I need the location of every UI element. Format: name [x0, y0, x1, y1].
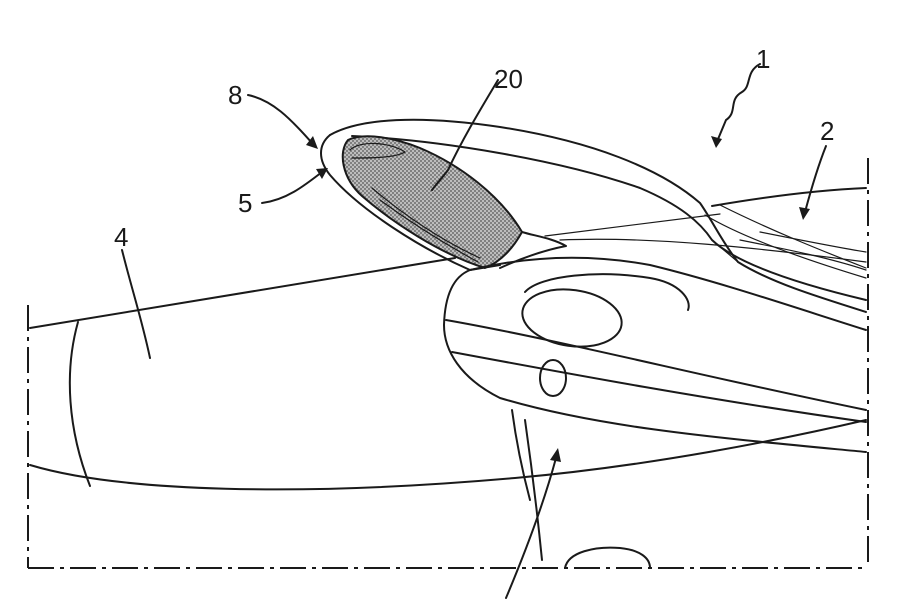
leader-2-arrow: [799, 207, 810, 220]
ref-label-2: 2: [820, 116, 834, 146]
pillar-outer: [329, 118, 867, 313]
door-side-line: [544, 213, 721, 237]
leader-bottom: [505, 457, 557, 599]
windshield-bottom-edge: [29, 419, 867, 491]
shaded-inner-curve: [349, 142, 406, 159]
bottom-blob: [564, 546, 651, 569]
shaded-region-20: [341, 135, 524, 270]
door-inner-line-2: [739, 239, 867, 271]
ref-label-8: 8: [228, 80, 242, 110]
door-top-line: [711, 187, 867, 207]
reference-numerals: 1 2 4 5 8 20: [114, 44, 834, 252]
pillar-step: [711, 239, 739, 263]
leader-8: [247, 94, 313, 144]
shaded-inner-line-1: [371, 187, 481, 259]
pillar-lower-1: [704, 214, 867, 279]
leader-4: [121, 249, 151, 359]
a-pillar-trim: [329, 118, 867, 313]
mirror-head: [320, 134, 567, 271]
leader-1: [715, 63, 761, 145]
windshield: [29, 257, 867, 491]
pillar-lower-2: [719, 204, 867, 269]
ref-label-4: 4: [114, 222, 128, 252]
base-small-circle: [539, 359, 567, 397]
base-support-1: [511, 409, 531, 501]
base-top: [469, 256, 867, 331]
leader-bottom-arrow: [550, 448, 561, 462]
ref-label-1: 1: [756, 44, 770, 74]
leader-20: [431, 79, 499, 191]
base-edge-2: [451, 351, 867, 423]
door-inner-line-3: [759, 231, 867, 253]
base-oval-window: [521, 288, 623, 348]
ref-label-5: 5: [238, 188, 252, 218]
base-window-outer: [524, 273, 690, 311]
door-inner-line-1: [559, 238, 867, 263]
mirror-base: [443, 256, 867, 569]
windshield-left-edge: [68, 321, 91, 487]
leader-2: [804, 145, 827, 213]
shaded-inner-line-2: [379, 199, 479, 263]
mirror-housing: [320, 134, 501, 271]
leader-lines: [121, 63, 827, 599]
base-support-2: [524, 419, 543, 561]
leader-5-arrow: [316, 168, 328, 179]
windshield-top-edge: [29, 257, 456, 329]
pillar-inner: [351, 135, 867, 301]
leader-5: [261, 171, 323, 204]
leader-1-arrow: [711, 136, 722, 148]
base-edge-1: [445, 319, 867, 411]
boundary-lines: [27, 158, 869, 569]
leader-8-arrow: [306, 136, 318, 149]
ref-label-20: 20: [494, 64, 523, 94]
base-outer: [443, 269, 867, 453]
